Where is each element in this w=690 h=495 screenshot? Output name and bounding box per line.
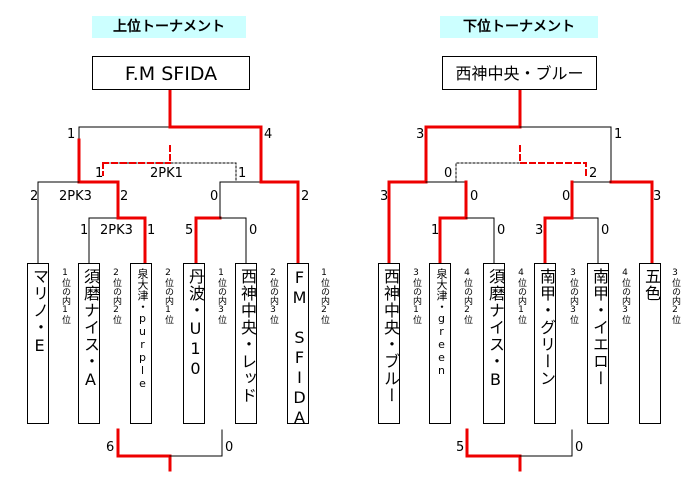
upper-r1b-right-score: 0 <box>249 223 258 238</box>
upper-q1-right-score: 2 <box>120 189 129 204</box>
lower-team-4: 南甲・グリーン <box>534 263 556 424</box>
upper-rank-2: 2位の内2位 <box>111 268 121 324</box>
upper-r1a-pk: 2PK3 <box>100 223 133 238</box>
lower-semi-dashed-red <box>519 145 587 176</box>
upper-qright-red <box>259 180 300 265</box>
lower-tournament-title: 下位トーナメント <box>440 16 598 38</box>
upper-r1b-left-score: 5 <box>185 223 194 238</box>
upper-champion-box: F.M SFIDA <box>92 56 250 90</box>
upper-team-1: マリノ・E <box>27 263 49 424</box>
upper-third-red <box>116 428 172 472</box>
upper-rank-5: 2位の内3位 <box>268 268 278 324</box>
lower-final-right-score: 1 <box>614 127 623 142</box>
lower-third-black <box>519 429 573 457</box>
upper-final-right-score: 4 <box>264 127 273 142</box>
upper-r1a-black <box>88 217 119 264</box>
upper-q1-left-score: 2 <box>30 189 39 204</box>
lower-q2-right-score: 3 <box>653 189 662 204</box>
upper-third-right-score: 0 <box>225 440 234 455</box>
upper-team-4: 丹波・U10 <box>183 263 205 424</box>
lower-q1-right-score: 0 <box>470 189 479 204</box>
upper-semi-left-score: 1 <box>95 166 104 181</box>
upper-rank-1: 1位の内1位 <box>60 268 70 324</box>
upper-r1b-red <box>194 216 222 265</box>
lower-final-left-score: 3 <box>416 127 425 142</box>
lower-r1b-right-score: 0 <box>601 223 610 238</box>
lower-team-3: 須磨ナイス・B <box>483 263 505 424</box>
upper-final-win-line <box>168 88 263 184</box>
lower-rank-1: 3位の内1位 <box>411 268 421 324</box>
upper-team-6: FM SFIDA <box>287 263 309 424</box>
upper-rank-4: 1位の内3位 <box>216 268 226 324</box>
upper-semi-dashed-red <box>102 145 171 176</box>
lower-rank-4: 3位の内3位 <box>568 268 578 324</box>
upper-r1a-red <box>116 216 147 265</box>
lower-r1a-right-score: 0 <box>497 223 506 238</box>
lower-semi-left-score: 0 <box>444 166 453 181</box>
lower-rank-2: 4位の内2位 <box>462 268 472 324</box>
lower-third-red <box>465 428 522 472</box>
lower-rank-6: 3位の内2位 <box>670 268 680 324</box>
lower-r1a-left-score: 1 <box>431 223 440 238</box>
lower-r1a-red <box>438 216 468 265</box>
lower-r1a-black <box>465 217 495 264</box>
upper-qleft-red <box>77 138 120 220</box>
upper-q1-pk: 2PK3 <box>59 189 92 204</box>
lower-third-left-score: 5 <box>456 440 465 455</box>
lower-qright-red <box>609 180 654 265</box>
lower-q2-left-score: 0 <box>562 189 571 204</box>
lower-team-5: 南甲・イエロー <box>587 263 609 424</box>
lower-q1-left-score: 3 <box>380 189 389 204</box>
upper-team-5: 西神中央・レッド <box>235 263 257 424</box>
lower-qright-black <box>571 181 612 219</box>
lower-r1b-black <box>571 217 599 264</box>
upper-r1a-left-score: 1 <box>80 223 89 238</box>
upper-team-3: 泉大津・purple <box>130 263 152 424</box>
upper-qleft-black <box>37 181 80 264</box>
lower-team-1: 西神中央・ブルー <box>378 263 400 424</box>
lower-r1b-left-score: 3 <box>535 223 544 238</box>
upper-semi-pk: 2PK1 <box>150 166 183 181</box>
upper-final-left-line <box>78 89 171 141</box>
upper-final-left-score: 1 <box>67 127 76 142</box>
lower-team-2: 泉大津・green <box>429 263 451 424</box>
lower-final-right-line <box>519 126 612 183</box>
lower-semi-dashed <box>455 162 521 183</box>
lower-rank-3: 4位の内1位 <box>516 268 526 324</box>
upper-r1b-black <box>219 217 247 264</box>
upper-third-black <box>169 429 223 457</box>
lower-rank-5: 4位の内3位 <box>620 268 630 324</box>
lower-third-right-score: 0 <box>575 440 584 455</box>
lower-champion-box: 西神中央・ブルー <box>442 56 597 90</box>
lower-r1b-red <box>543 216 574 265</box>
upper-rank-6: 1位の内2位 <box>319 268 329 324</box>
lower-team-6: 五色 <box>639 263 661 424</box>
upper-q2-right-score: 2 <box>301 189 310 204</box>
upper-team-2: 須磨ナイス・A <box>78 263 100 424</box>
upper-third-left-score: 6 <box>106 440 115 455</box>
lower-final-win-line <box>424 88 522 184</box>
lower-qleft-red <box>387 180 428 265</box>
upper-qright-black <box>219 181 262 219</box>
lower-qleft-black <box>425 181 467 191</box>
upper-q2-left-score: 0 <box>210 189 219 204</box>
upper-tournament-title: 上位トーナメント <box>92 16 246 38</box>
upper-rank-3: 2位の内1位 <box>163 268 173 324</box>
lower-semi-right-score: 2 <box>589 166 598 181</box>
upper-semi-right-score: 1 <box>238 166 247 181</box>
upper-r1a-right-score: 1 <box>147 223 156 238</box>
